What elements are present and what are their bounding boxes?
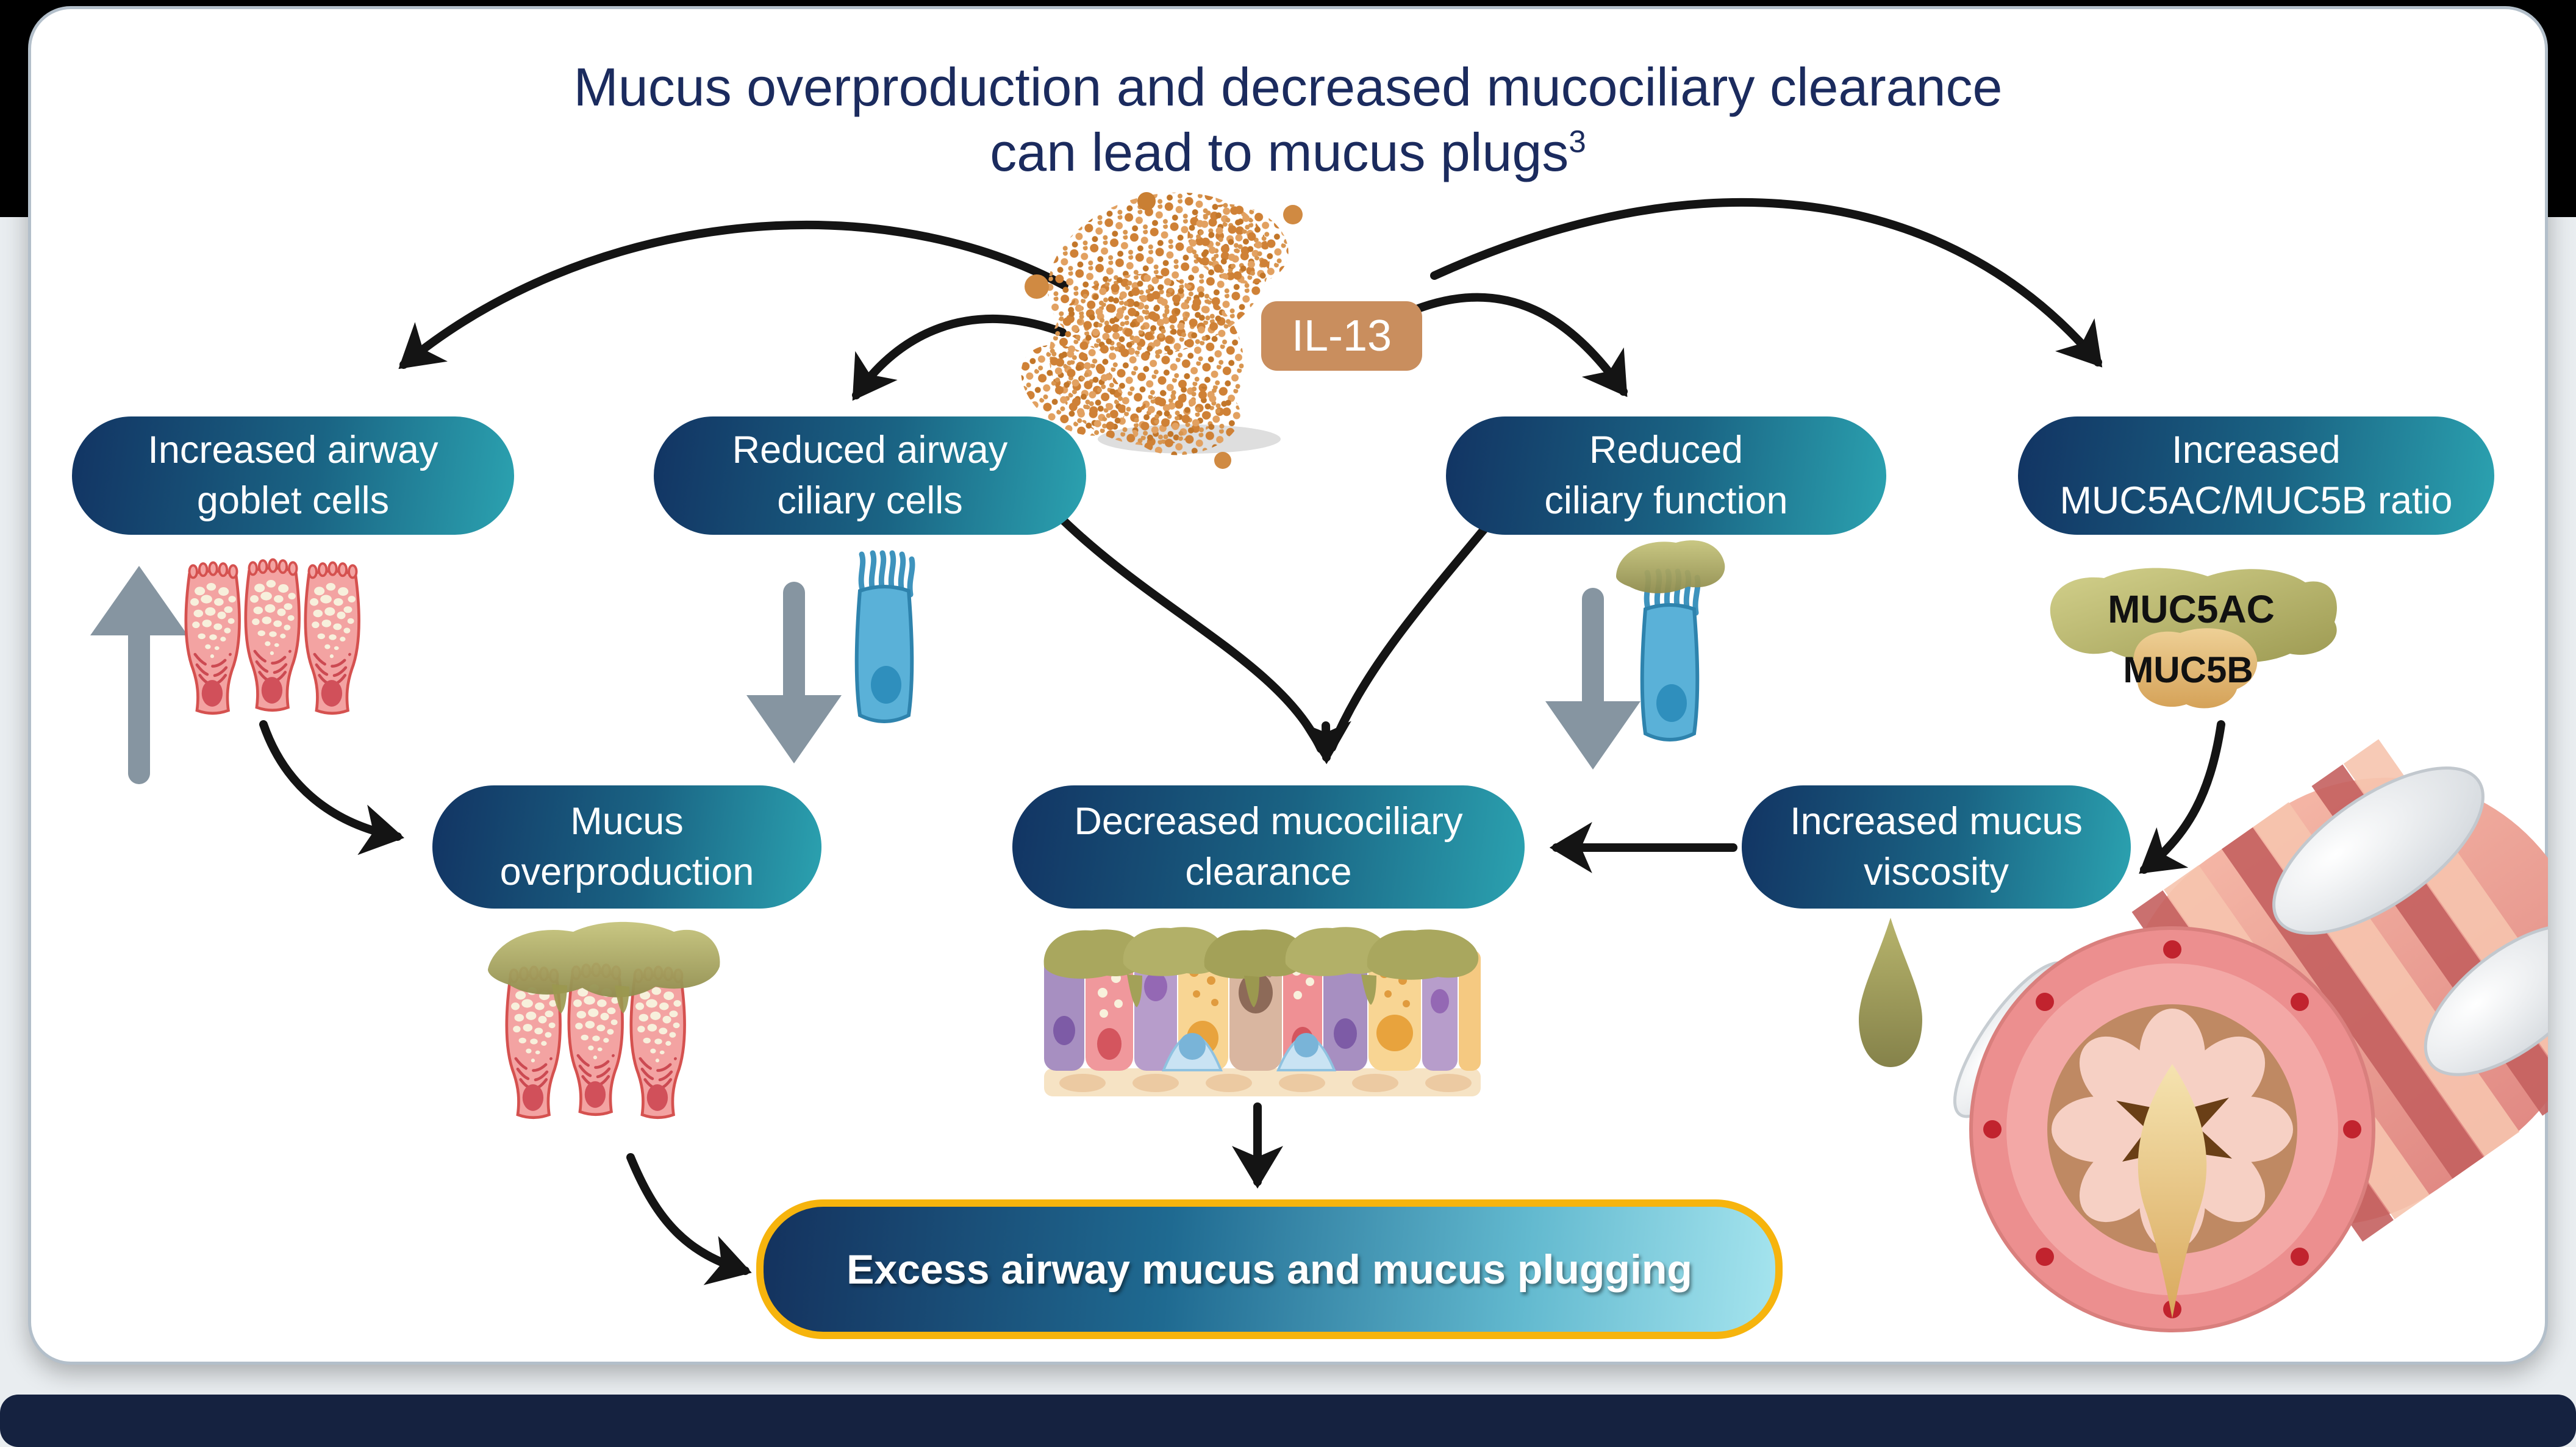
node-reduced-ciliary-function: Reduced ciliary function	[1446, 416, 1886, 535]
title-line-1: Mucus overproduction and decreased mucoc…	[573, 56, 2003, 117]
page-title: Mucus overproduction and decreased mucoc…	[0, 54, 2576, 185]
node-increased-mucus-viscosity: Increased mucus viscosity	[1742, 785, 2131, 909]
muc5ac-label: MUC5AC	[2108, 587, 2275, 631]
node-increased-muc-ratio: Increased MUC5AC/MUC5B ratio	[2018, 416, 2494, 535]
node-decreased-mucociliary-clearance: Decreased mucociliary clearance	[1012, 785, 1525, 909]
muc5b-label: MUC5B	[2123, 649, 2253, 690]
outcome-banner: Excess airway mucus and mucus plugging	[756, 1199, 1783, 1339]
node-mucus-overproduction: Mucus overproduction	[432, 785, 821, 909]
title-superscript: 3	[1569, 124, 1586, 159]
node-reduced-ciliary-cells: Reduced airway ciliary cells	[654, 416, 1086, 535]
footer-bar	[0, 1395, 2576, 1447]
title-line-2: can lead to mucus plugs	[990, 122, 1569, 183]
node-increased-goblet-cells: Increased airway goblet cells	[72, 416, 514, 535]
il13-label: IL-13	[1261, 301, 1422, 371]
